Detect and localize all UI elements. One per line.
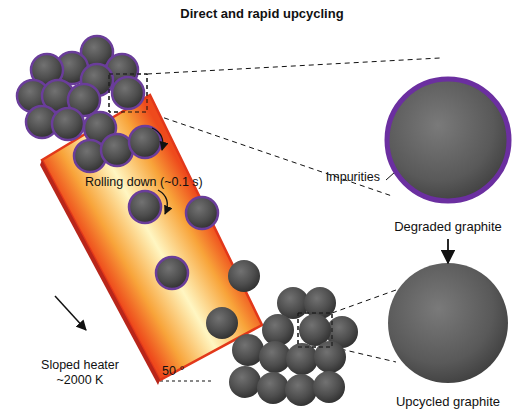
upcycled-particle [285,374,317,406]
degraded-particle-zoom: Degraded graphite [382,74,514,238]
zoom-box [298,313,332,347]
node-outline [382,74,514,206]
upcycled-particle [299,314,331,346]
degraded-particle [52,108,84,140]
angle-label: 50 ° [162,364,202,379]
upcycled-particle [229,366,261,398]
upcycled-particle [257,372,289,404]
degraded-particle [112,77,144,109]
degraded-particle [156,257,188,289]
process-arrow [447,239,449,263]
upcycled-particle [228,260,260,292]
leader-line [386,172,395,180]
particle-label: Upcycled graphite [388,394,508,409]
degraded-particle [129,191,161,223]
upcycled-particle [314,341,346,373]
diagram-title: Direct and rapid upcycling [0,6,524,21]
callout-label: Impurities [280,170,380,185]
upcycled-particle [206,307,238,339]
heater-label: Sloped heater ~2000 K [30,358,130,388]
particle-label: Degraded graphite [382,219,514,234]
process-text: Rolling down (~0.1 s) [85,175,235,190]
node-outline [388,262,508,384]
angle-guide [160,381,212,382]
upcycled-particle [313,371,345,403]
degraded-particle [186,197,218,229]
zoom-line [147,58,440,74]
upcycled-particle [304,287,336,319]
upcycled-particle [262,314,294,346]
direction-arrow [55,296,86,330]
zoom-line [332,290,396,313]
upcycled-particle [232,334,264,366]
upcycled-particle-zoom: Upcycled graphite [388,262,508,412]
upcycled-particle [286,343,318,375]
